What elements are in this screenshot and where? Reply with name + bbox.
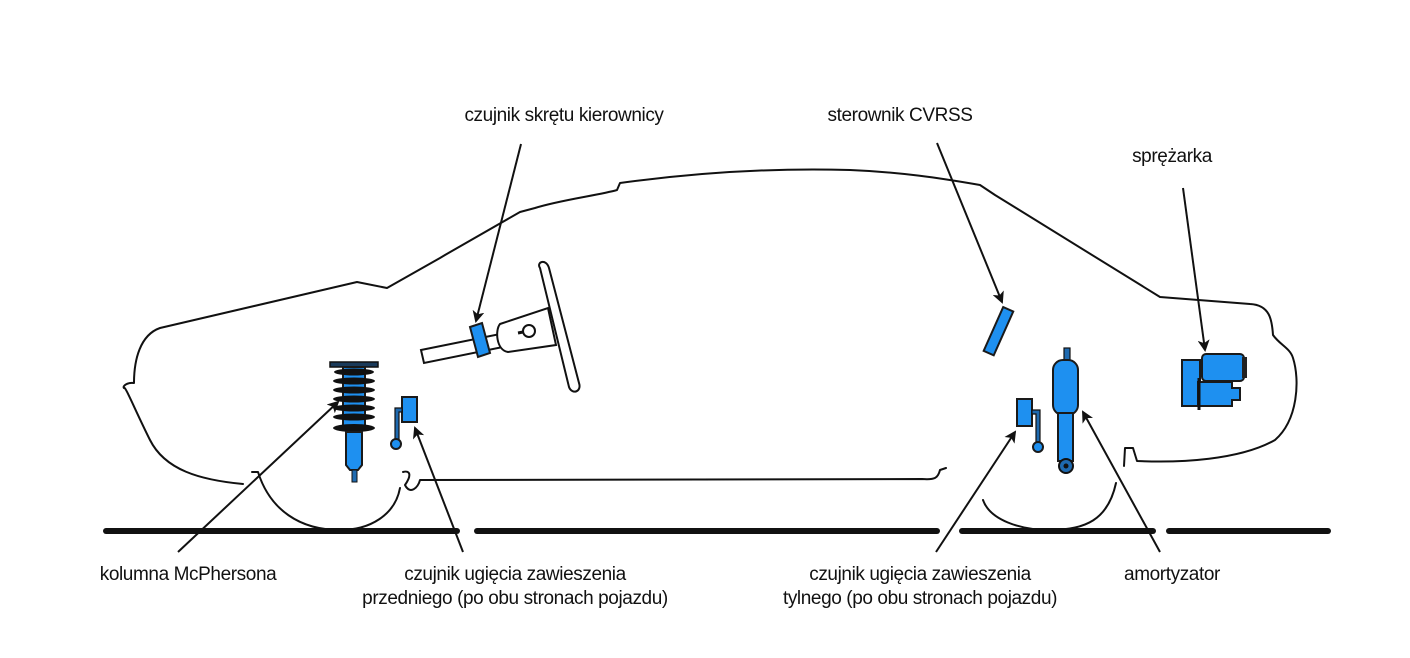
steering-assembly [419, 261, 581, 393]
car-front-and-roof [122, 168, 1298, 485]
car-sill [402, 467, 947, 491]
strut-rod [351, 469, 358, 483]
arrow-compressor [1182, 187, 1210, 352]
mcpherson-strut [329, 361, 379, 483]
compressor-assembly [1181, 353, 1247, 410]
front-wheel-arch [251, 471, 401, 531]
label-shock-absorber: amortyzator [1124, 564, 1221, 585]
rear-sensor-arm [1031, 409, 1041, 445]
label-mcpherson: kolumna McPhersona [100, 564, 277, 585]
compressor-pump [1197, 381, 1241, 407]
shock-eye-bolt [1063, 463, 1069, 469]
front-height-sensor [390, 396, 418, 450]
rear-wheel-arch [982, 482, 1117, 531]
rear-sensor-body [1016, 398, 1033, 427]
coil-spring-icon [333, 368, 375, 432]
compressor-motor-cap [1242, 357, 1247, 378]
arrow-controller [936, 142, 1004, 304]
cvrss-controller-module [982, 305, 1015, 357]
compressor-motor [1201, 353, 1245, 382]
label-controller: sterownik CVRSS [828, 105, 973, 126]
label-front-sensor-line1: czujnik ugięcia zawieszenia [404, 564, 626, 585]
shock-upper-body [1052, 359, 1079, 416]
strut-damper-tube [345, 431, 363, 471]
label-rear-sensor-line1: czujnik ugięcia zawieszenia [809, 564, 1031, 585]
leader-lines [177, 142, 1210, 553]
front-sensor-arm [394, 407, 403, 442]
rear-shock-absorber [1052, 347, 1079, 474]
front-sensor-link [390, 438, 402, 450]
rear-sensor-link [1032, 441, 1044, 453]
steering-shaft [419, 332, 505, 365]
labels: czujnik skrętu kierownicy sterownik CVRS… [100, 105, 1222, 609]
front-sensor-body [401, 396, 418, 423]
label-rear-sensor-line2: tylnego (po obu stronach pojazdu) [783, 588, 1057, 609]
ignition-key-slot [517, 330, 524, 335]
steering-wheel [538, 261, 581, 393]
label-compressor: sprężarka [1132, 146, 1213, 167]
ignition-lock-icon [522, 324, 536, 338]
label-steering-sensor: czujnik skrętu kierownicy [464, 105, 664, 126]
arrow-front-sensor [413, 426, 464, 553]
arrow-shock-absorber [1082, 410, 1161, 553]
car-body-outline [122, 168, 1298, 531]
shock-lower-body [1057, 412, 1074, 462]
rear-height-sensor [1016, 398, 1044, 453]
label-front-sensor-line2: przedniego (po obu stronach pojazdu) [362, 588, 668, 609]
arrow-mcpherson [177, 400, 340, 553]
steering-angle-sensor [468, 321, 492, 359]
arrow-steering-sensor [472, 143, 522, 323]
arrow-rear-sensor [935, 430, 1017, 553]
